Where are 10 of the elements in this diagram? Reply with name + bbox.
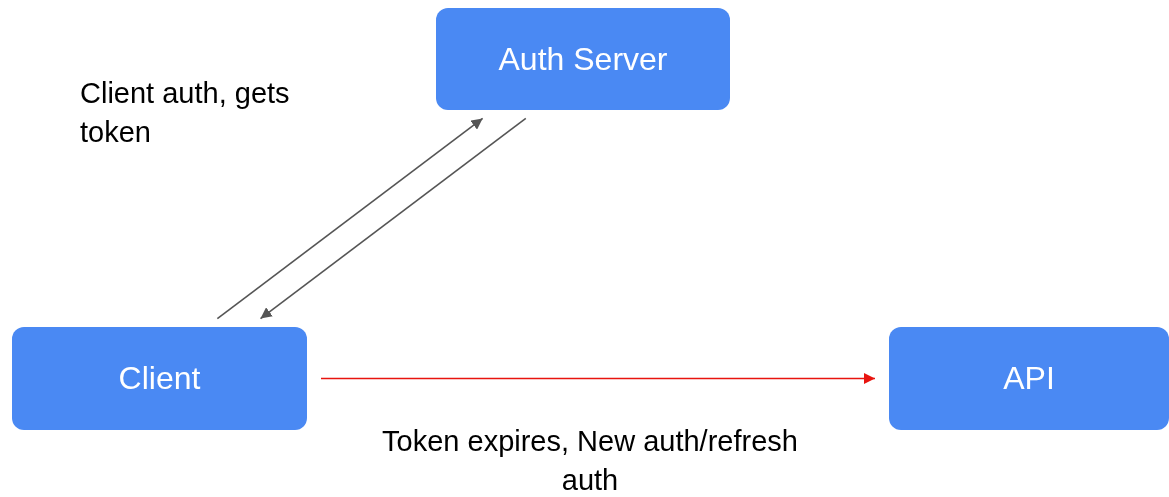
node-label: API xyxy=(1003,360,1055,397)
node-label: Client xyxy=(118,360,201,397)
annotation-text: Client auth, gets token xyxy=(80,76,290,151)
node-label: Auth Server xyxy=(498,40,668,78)
arrow xyxy=(259,117,527,320)
process-box xyxy=(889,327,1169,430)
process-box xyxy=(12,327,307,430)
arrow xyxy=(216,117,484,320)
process-box xyxy=(436,8,730,110)
arrow xyxy=(320,372,876,385)
